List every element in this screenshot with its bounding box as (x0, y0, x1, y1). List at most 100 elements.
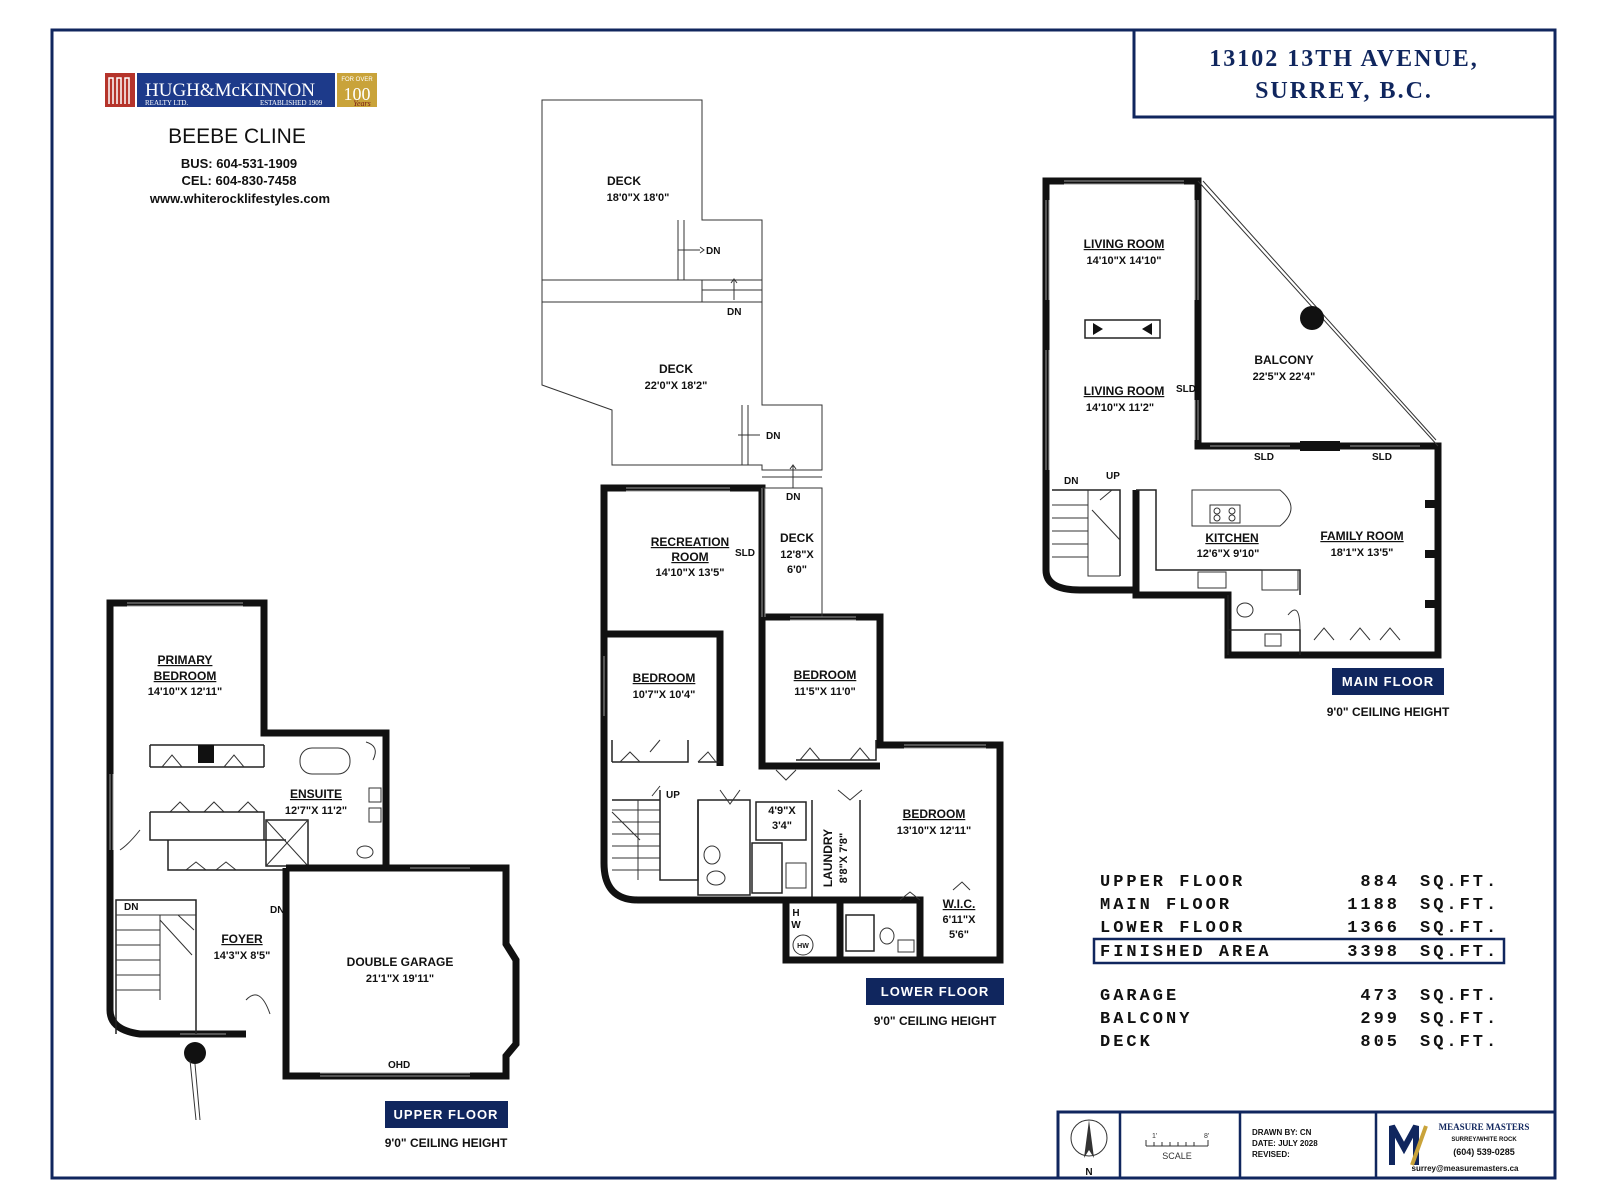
north-arrow-icon: N (1070, 1119, 1108, 1178)
area-total-label: FINISHED AREA (1100, 943, 1272, 962)
main-sliding-door-mark-3: SLD (1372, 452, 1392, 463)
family-room-label: FAMILY ROOM (1320, 529, 1403, 543)
main-sliding-door-mark-2: SLD (1254, 452, 1274, 463)
lower-deck-1-label: DECK (607, 174, 641, 188)
linen-closet-dims-2: 3'4" (772, 820, 792, 832)
address-line-2: SURREY, B.C. (1255, 78, 1433, 104)
area-deck-label: DECK (1100, 1033, 1153, 1052)
agent-block: HUGH&McKINNON REALTY LTD. ESTABLISHED 19… (105, 73, 377, 206)
area-main-unit: SQ.FT. (1420, 896, 1499, 915)
main-dn-mark: DN (1064, 476, 1078, 487)
area-balcony-label: BALCONY (1100, 1010, 1192, 1029)
lower-dn-mark-3: DN (766, 431, 780, 442)
living-room-2-dims: 14'10"X 11'2" (1086, 402, 1154, 414)
lower-dn-mark-2: DN (727, 307, 741, 318)
main-up-mark: UP (1106, 471, 1120, 482)
ensuite-label: ENSUITE (290, 787, 342, 801)
living-room-1-dims: 14'10"X 14'10" (1087, 255, 1162, 267)
brand-name: HUGH&McKINNON (145, 80, 315, 101)
family-room-dims: 18'1"X 13'5" (1331, 547, 1394, 559)
lower-floor-badge-label: LOWER FLOOR (881, 984, 990, 999)
area-summary: UPPER FLOOR 884 SQ.FT. MAIN FLOOR 1188 S… (1092, 873, 1506, 1052)
double-garage-dims: 21'1"X 19'11" (366, 973, 434, 985)
drawn-by: DRAWN BY: CN (1252, 1128, 1312, 1137)
lower-deck-1-dims: 18'0"X 18'0" (607, 192, 670, 204)
area-lower-label: LOWER FLOOR (1100, 919, 1245, 938)
agent-bus-phone: BUS: 604-531-1909 (181, 156, 297, 171)
lower-hw-mark-2: W (791, 920, 801, 931)
area-lower-unit: SQ.FT. (1420, 919, 1499, 938)
recreation-room-dims: 14'10"X 13'5" (656, 567, 725, 579)
area-garage-unit: SQ.FT. (1420, 987, 1499, 1006)
address-title-box: 13102 13TH AVENUE, SURREY, B.C. (1132, 28, 1557, 119)
area-main-value: 1188 (1347, 896, 1400, 915)
company-subtitle: SURREY/WHITE ROCK (1451, 1137, 1517, 1143)
scale-tick-right: 8' (1204, 1133, 1209, 1140)
lower-floor-badge (866, 978, 1004, 1005)
walk-in-closet-dims-2: 5'6" (949, 929, 969, 941)
kitchen-label: KITCHEN (1205, 531, 1258, 545)
brokerage-logo: HUGH&McKINNON REALTY LTD. ESTABLISHED 19… (105, 73, 377, 108)
scale-tick-left: 1' (1152, 1133, 1157, 1140)
company-name: MEASURE MASTERS (1439, 1122, 1530, 1132)
scale-bar-icon: 1' 8' SCALE (1145, 1133, 1209, 1161)
area-deck-value: 805 (1360, 1033, 1400, 1052)
primary-bedroom-label: PRIMARY (158, 653, 213, 667)
upper-ceiling-height: 9'0" CEILING HEIGHT (385, 1136, 508, 1150)
area-total-value: 3398 (1347, 943, 1400, 962)
walk-in-closet-dims: 6'11"X (943, 914, 977, 926)
title-block-footer: N 1' 8' SCALE DRAWN BY: CN DATE: JULY 20… (1056, 1110, 1557, 1180)
upper-floor-plan: PRIMARY BEDROOM 14'10"X 12'11" ENSUITE 1… (106, 599, 520, 1150)
area-garage-value: 473 (1360, 987, 1400, 1006)
agent-name: BEEBE CLINE (168, 125, 306, 148)
bedroom-3-label: BEDROOM (903, 807, 966, 821)
lower-deck-3-dims: 12'8"X (780, 549, 814, 561)
area-garage-label: GARAGE (1100, 987, 1179, 1006)
lower-dn-mark-4: DN (786, 492, 800, 503)
brand-sub-right: ESTABLISHED 1909 (260, 99, 323, 107)
main-floor-plan: LIVING ROOM 14'10"X 14'10" LIVING ROOM 1… (1042, 177, 1450, 719)
garage-door-mark: OHD (388, 1060, 410, 1071)
scale-label: SCALE (1162, 1151, 1192, 1161)
main-sliding-door-mark-1: SLD (1176, 384, 1196, 395)
area-balcony-value: 299 (1360, 1010, 1400, 1029)
lower-hw-mark-1: H (792, 908, 799, 919)
main-floor-badge (1332, 668, 1444, 695)
lower-floor-plan: RECREATION ROOM 14'10"X 13'5" DECK 18'0"… (541, 99, 1004, 1028)
upper-dn-mark-1: DN (124, 902, 138, 913)
foyer-dims: 14'3"X 8'5" (214, 950, 271, 962)
agent-cell-phone: CEL: 604-830-7458 (182, 173, 297, 188)
lower-deck-3-dims-2: 6'0" (787, 564, 807, 576)
bedroom-2-label: BEDROOM (794, 668, 857, 682)
lower-deck-2-dims: 22'0"X 18'2" (645, 380, 708, 392)
kitchen-dims: 12'6"X 9'10" (1197, 548, 1260, 560)
area-total-unit: SQ.FT. (1420, 943, 1499, 962)
address-line-1: 13102 13TH AVENUE, (1209, 46, 1479, 72)
balcony-dims: 22'5"X 22'4" (1253, 371, 1316, 383)
bedroom-1-dims: 10'7"X 10'4" (633, 689, 696, 701)
lower-up-mark: UP (666, 790, 680, 801)
main-floor-badge-label: MAIN FLOOR (1342, 674, 1434, 689)
area-upper-label: UPPER FLOOR (1100, 873, 1245, 892)
recreation-room-label-2: ROOM (671, 550, 708, 564)
living-room-1-label: LIVING ROOM (1084, 237, 1165, 251)
bedroom-1-label: BEDROOM (633, 671, 696, 685)
foyer-label: FOYER (221, 932, 263, 946)
company-email: surrey@measuremasters.ca (1412, 1164, 1520, 1173)
brand-badge-top: FOR OVER (341, 77, 373, 83)
upper-dn-mark-2: DN (270, 905, 284, 916)
upper-floor-badge-label: UPPER FLOOR (394, 1107, 499, 1122)
area-main-label: MAIN FLOOR (1100, 896, 1232, 915)
company-phone: (604) 539-0285 (1453, 1147, 1515, 1157)
brand-badge-number: 100 (344, 84, 371, 104)
finished-area-box (1092, 937, 1506, 965)
upper-floor-badge (385, 1101, 508, 1128)
agent-website: www.whiterocklifestyles.com (149, 191, 330, 206)
drawing-date: DATE: JULY 2028 (1252, 1139, 1318, 1148)
primary-bedroom-label-2: BEDROOM (154, 669, 217, 683)
area-upper-unit: SQ.FT. (1420, 873, 1499, 892)
recreation-room-label: RECREATION (651, 535, 729, 549)
bedroom-3-dims: 13'10"X 12'11" (897, 825, 971, 837)
lower-deck-2-label: DECK (659, 362, 693, 376)
primary-bedroom-dims: 14'10"X 12'11" (148, 686, 222, 698)
